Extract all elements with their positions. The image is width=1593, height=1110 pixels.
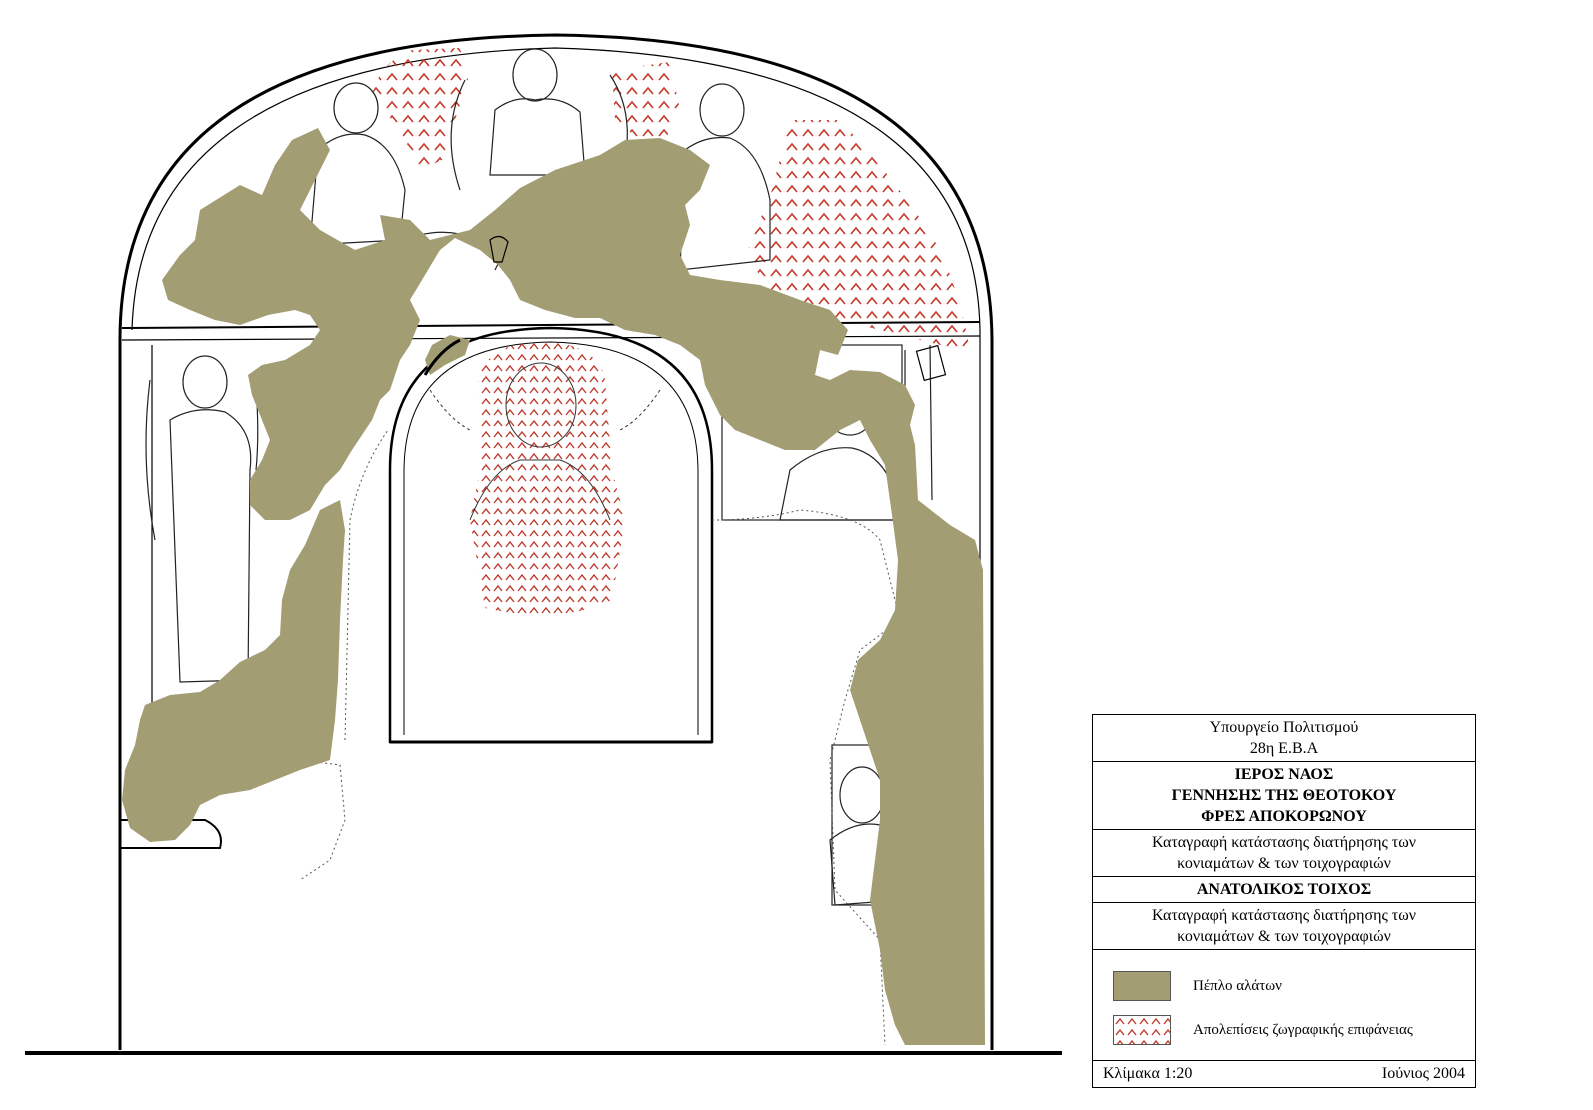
wall-row: ΑΝΑΤΟΛΙΚΟΣ ΤΟΙΧΟΣ (1093, 877, 1475, 903)
window-niche (388, 326, 714, 744)
left-cornice (120, 819, 222, 849)
church-line-1: ΙΕΡΟΣ ΝΑΟΣ (1234, 766, 1334, 783)
subject2-line-1: Καταγραφή κατάστασης διατήρησης των (1152, 907, 1416, 924)
legend-label-flaking: Απολεπίσεις ζωγραφικής επιφάνειας (1193, 1021, 1413, 1038)
wall-outline (118, 33, 994, 1050)
date-text: Ιούνιος 2004 (1381, 1065, 1465, 1082)
flaking-area-arch-center (612, 62, 680, 140)
subject-line-1: Καταγραφή κατάστασης διατήρησης των (1152, 834, 1416, 851)
ministry-text: Υπουργείο Πολιτισμού (1209, 719, 1359, 736)
church-row: ΙΕΡΟΣ ΝΑΟΣ ΓΕΝΝΗΣΗΣ ΤΗΣ ΘΕΟΤΟΚΟΥ ΦΡΕΣ ΑΠ… (1093, 762, 1475, 830)
legend-item-flaking: Απολεπίσεις ζωγραφικής επιφάνειας (1113, 1008, 1455, 1052)
flaking-area-arch-right (748, 120, 970, 352)
subject-line-2: κονιαμάτων & των τοιχογραφιών (1177, 855, 1391, 872)
plaster-loss-outlines (259, 429, 901, 1046)
title-block: Υπουργείο Πολιτισμού 28η Ε.Β.Α ΙΕΡΟΣ ΝΑΟ… (1092, 714, 1476, 1088)
subject-row: Καταγραφή κατάστασης διατήρησης των κονι… (1093, 830, 1475, 877)
scale-text: Κλίμακα 1:20 (1103, 1065, 1193, 1082)
subject2-line-2: κονιαμάτων & των τοιχογραφιών (1177, 928, 1391, 945)
subject2-row: Καταγραφή κατάστασης διατήρησης των κονι… (1093, 903, 1475, 950)
wall-name: ΑΝΑΤΟΛΙΚΟΣ ΤΟΙΧΟΣ (1196, 881, 1372, 898)
footer-row: Κλίμακα 1:20 Ιούνιος 2004 (1093, 1061, 1475, 1087)
salt-veil-swatch (1113, 971, 1171, 1001)
christ-bust-sketch (429, 362, 661, 521)
register-band-2 (121, 335, 981, 341)
church-line-3: ΦΡΕΣ ΑΠΟΚΟΡΩΝΟΥ (1201, 808, 1367, 825)
object-details (423, 235, 947, 382)
legend: Πέπλο αλάτων Απολεπίσεις ζωγραφικής επιφ… (1093, 950, 1475, 1061)
church-line-2: ΓΕΝΝΗΣΗΣ ΤΗΣ ΘΕΟΤΟΚΟΥ (1171, 787, 1397, 804)
legend-item-salt-veil: Πέπλο αλάτων (1113, 964, 1455, 1008)
flaking-swatch (1113, 1015, 1171, 1045)
flaking-area-niche (470, 340, 625, 615)
salt-veil-areas (122, 128, 985, 1045)
flaking-area-arch-left (372, 48, 468, 170)
legend-label-salt-veil: Πέπλο αλάτων (1193, 977, 1282, 994)
authority-row: Υπουργείο Πολιτισμού 28η Ε.Β.Α (1093, 715, 1475, 762)
ephorate-text: 28η Ε.Β.Α (1249, 740, 1319, 757)
wall-inner-arch (131, 47, 981, 1040)
